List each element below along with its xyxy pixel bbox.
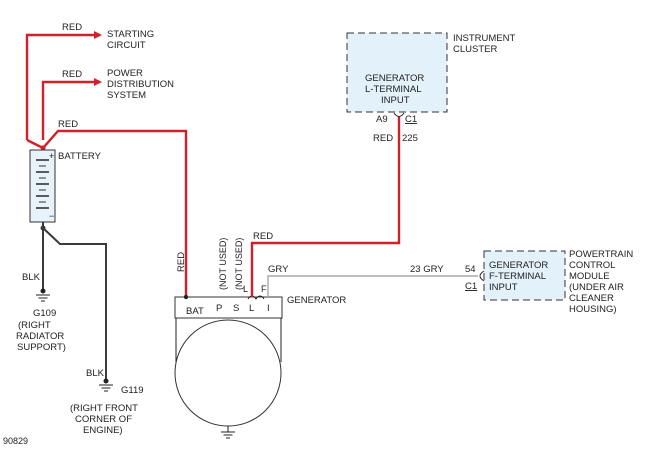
black-wire-g119 [42,227,107,380]
g119-desc-1: (RIGHT FRONT [70,403,138,414]
figure-id: 90829 [3,436,28,446]
generator-terminal-p: P [216,303,222,314]
connector-symbol-cluster [393,112,405,117]
instrument-cluster-label-1: INSTRUMENT [453,33,515,44]
pcm-box [483,250,566,301]
battery-plus-sign: + [49,151,54,161]
g109-label: G109 [33,308,56,319]
battery [29,149,56,223]
g109-desc-1: (RIGHT [18,320,51,331]
terminal-f-sublabel: F [261,284,267,294]
red-wire-starting-circuit [25,33,100,140]
battery-label: BATTERY [58,151,102,162]
g109-desc-3: SUPPORT) [17,342,66,353]
wire-color-225: RED [373,133,393,144]
ground-icon-generator [221,426,235,439]
starting-circuit-label-2: CIRCUIT [107,40,146,51]
instrument-cluster-box-line-3: INPUT [381,95,410,106]
red-wire-power-distribution [41,80,100,140]
red-wire-l-terminal [250,117,401,297]
pcm-box-line-3: INPUT [489,282,518,293]
wire-color-blk-g119: BLK [86,368,105,379]
pcm-label-3: MODULE [569,271,610,282]
red-wire-battery-to-generator [26,129,188,297]
battery-minus-sign: − [49,211,54,221]
pcm-connector: C1 [465,281,477,292]
instrument-cluster-pin: A9 [376,114,388,125]
wire-color-starting: RED [62,22,82,33]
generator [174,296,283,427]
wire-color-blk-g109: BLK [22,272,41,283]
circuit-number-225: 225 [402,133,418,144]
instrument-cluster-connector: C1 [405,114,417,125]
connector-symbol-pcm [479,270,485,282]
generator-terminal-s: S [233,303,239,314]
wire-color-bat-vertical: RED [176,252,187,272]
terminal-p-not-used: (NOT USED) [218,238,228,290]
terminal-l-sublabel: L [243,284,248,294]
g119-label: G119 [121,385,144,396]
connector-symbol-generator [247,295,265,300]
starting-circuit-label-1: STARTING [107,29,154,40]
ground-icon-g119 [99,378,113,392]
generator-terminal-l: L [249,303,254,314]
ground-icon-g109 [36,288,50,302]
generator-bat-terminal: BAT [186,306,204,317]
power-distribution-label-1: POWER [107,68,143,79]
pcm-label-2: CONTROL [569,260,615,271]
terminal-bat-pin [183,294,189,300]
pcm-label-6: HOUSING) [569,304,617,315]
pcm-pin: 54 [465,264,476,275]
wire-color-gry-bottom: 23 GRY [410,264,444,275]
wire-color-l-terminal: RED [253,231,273,242]
arrow-starting-circuit [94,31,102,39]
splice-battery-positive [40,145,46,151]
gray-wire-f-terminal [267,275,478,297]
pcm-box-line-1: GENERATOR [489,260,548,271]
power-distribution-label-2: DISTRIBUTION [107,79,174,90]
g119-desc-2: CORNER OF [75,414,132,425]
instrument-cluster-box-line-1: GENERATOR [365,73,424,84]
power-distribution-label-3: SYSTEM [107,90,146,101]
terminal-s-not-used: (NOT USED) [234,238,244,290]
arrow-power-distribution [94,78,102,86]
instrument-cluster-label-2: CLUSTER [453,44,497,55]
instrument-cluster-box-line-2: L-TERMINAL [365,84,421,95]
generator-terminal-i: I [267,303,270,314]
g119-desc-3: ENGINE) [83,425,123,436]
pcm-box-line-2: F-TERMINAL [489,271,546,282]
pcm-label-4: (UNDER AIR [569,282,624,293]
wire-color-battery-top: RED [58,119,78,130]
pcm-label-5: CLEANER [569,293,614,304]
pcm-label-1: POWERTRAIN [569,249,633,260]
generator-label: GENERATOR [287,295,346,306]
instrument-cluster-box [346,32,448,113]
wire-color-gry-top: GRY [268,264,289,275]
g109-desc-2: RADIATOR [16,331,64,342]
wire-color-power: RED [62,69,82,80]
